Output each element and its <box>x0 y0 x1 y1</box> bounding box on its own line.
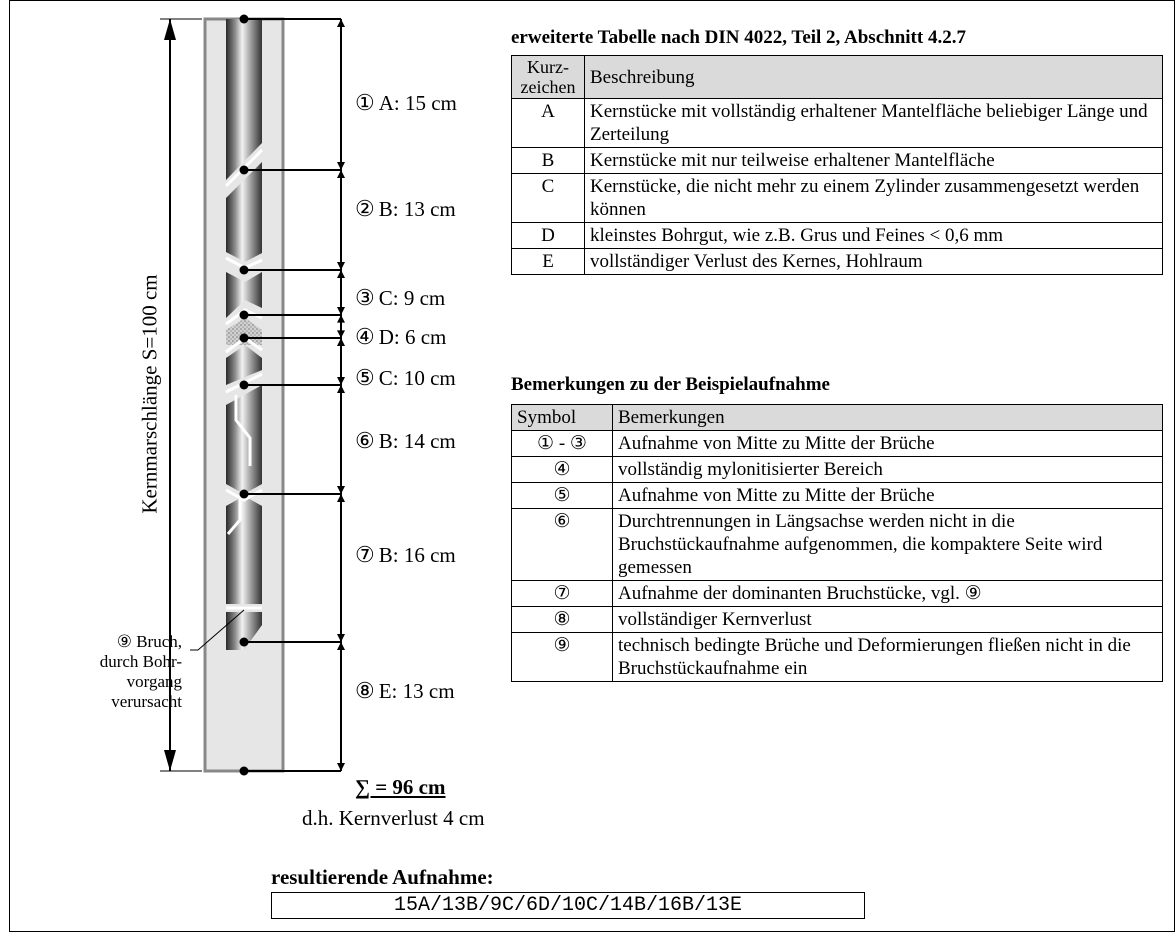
fracture-dot <box>239 265 249 275</box>
description-cell: Kernstücke, die nicht mehr zu einem Zyli… <box>584 173 1163 223</box>
figure-frame <box>9 0 1175 932</box>
table-row: ⑦ Aufnahme der dominanten Bruchstücke, v… <box>511 580 1163 607</box>
dimension-arrow <box>337 377 345 385</box>
symbol-cell: ① - ③ <box>511 430 613 457</box>
bruch-note: ⑨ Bruch, durch Bohr- vorgang verursacht <box>99 632 182 711</box>
bruch-leader <box>190 609 245 651</box>
dimension-arrow <box>337 270 345 278</box>
core-piece-c2 <box>226 345 262 385</box>
table-header-row: Kurz-zeichen Beschreibung <box>511 55 1163 99</box>
column-header-code: Kurz-zeichen <box>511 55 585 99</box>
core-loss-note: d.h. Kernverlust 4 cm <box>302 806 485 830</box>
remark-cell: Aufnahme von Mitte zu Mitte der Brüche <box>612 430 1163 457</box>
table-row: ④ vollständig mylonitisierter Bereich <box>511 456 1163 483</box>
code-cell: C <box>511 173 585 223</box>
code-cell: B <box>511 147 585 174</box>
code-cell: E <box>511 248 585 275</box>
table-row: E vollständiger Verlust des Kernes, Hohl… <box>511 248 1163 275</box>
dimension-arrow <box>337 642 345 650</box>
table-row: ⑤ Aufnahme von Mitte zu Mitte der Brüche <box>511 482 1163 509</box>
fracture-dot <box>239 380 249 390</box>
column-header-description: Beschreibung <box>584 55 1163 99</box>
symbol-cell: ⑨ <box>511 632 613 682</box>
remark-cell: Durchtrennungen in Längsachse werden nic… <box>612 508 1163 581</box>
dimension-arrow <box>337 170 345 178</box>
dimension-arrow <box>337 763 345 771</box>
remark-cell: vollständig mylonitisierter Bereich <box>612 456 1163 483</box>
symbol-cell: ⑧ <box>511 606 613 633</box>
dimension-arrow <box>337 262 345 270</box>
dimension-arrow <box>337 19 345 27</box>
fracture-dot <box>239 14 249 24</box>
dimension-arrow <box>337 634 345 642</box>
table-row: C Kernstücke, die nicht mehr zu einem Zy… <box>511 173 1163 223</box>
fracture-dot <box>239 333 249 343</box>
dimension-arrow <box>337 338 345 346</box>
remarks-table-title: Bemerkungen zu der Beispielaufnahme <box>511 374 830 395</box>
dimension-arrow <box>337 494 345 502</box>
symbol-cell: ④ <box>511 456 613 483</box>
description-cell: kleinstes Bohrgut, wie z.B. Grus und Fei… <box>584 222 1163 249</box>
fracture-dot <box>239 489 249 499</box>
core-piece-b2 <box>226 385 262 494</box>
dimension-arrow <box>337 486 345 494</box>
fracture-dot <box>239 310 249 320</box>
description-cell: Kernstücke mit vollständig erhaltener Ma… <box>584 98 1163 148</box>
remark-cell: technisch bedingte Brüche und Deformieru… <box>612 632 1163 682</box>
table-row: B Kernstücke mit nur teilweise erhaltene… <box>511 147 1163 174</box>
core-piece-c1 <box>226 272 262 318</box>
fracture-dot <box>239 766 249 776</box>
remark-cell: vollständiger Kernverlust <box>612 606 1163 633</box>
core-piece-b1 <box>226 162 262 262</box>
fracture-dot <box>239 165 249 175</box>
table-row: ⑥ Durchtrennungen in Längsachse werden n… <box>511 508 1163 581</box>
dimension-arrow <box>337 307 345 315</box>
remarks-table: Symbol Bemerkungen ① - ③ Aufnahme von Mi… <box>511 404 1163 682</box>
din-table: Kurz-zeichen Beschreibung A Kernstücke m… <box>511 55 1163 275</box>
column-header-symbol: Symbol <box>511 404 613 431</box>
core-piece-b3 <box>226 496 262 604</box>
description-cell: vollständiger Verlust des Kernes, Hohlra… <box>584 248 1163 275</box>
table-row: ① - ③ Aufnahme von Mitte zu Mitte der Br… <box>511 430 1163 457</box>
code-cell: D <box>511 222 585 249</box>
core-length-label: Kernmarschlänge S=100 cm <box>137 274 162 514</box>
code-cell: A <box>511 98 585 148</box>
symbol-cell: ⑦ <box>511 580 613 607</box>
table-row: ⑧ vollständiger Kernverlust <box>511 606 1163 633</box>
table-row: D kleinstes Bohrgut, wie z.B. Grus und F… <box>511 222 1163 249</box>
column-header-remarks: Bemerkungen <box>612 404 1163 431</box>
core-piece-a <box>226 19 262 180</box>
sum-total: ∑ = 96 cm <box>355 775 446 799</box>
result-title: resultierende Aufnahme: <box>271 865 494 889</box>
remark-cell: Aufnahme der dominanten Bruchstücke, vgl… <box>612 580 1163 607</box>
description-cell: Kernstücke mit nur teilweise erhaltener … <box>584 147 1163 174</box>
table-header-row: Symbol Bemerkungen <box>511 404 1163 431</box>
dimension-arrow <box>337 385 345 393</box>
remark-cell: Aufnahme von Mitte zu Mitte der Brüche <box>612 482 1163 509</box>
table-row: A Kernstücke mit vollständig erhaltener … <box>511 98 1163 148</box>
dimension-arrow <box>337 162 345 170</box>
fracture-dot <box>239 637 249 647</box>
dimension-arrow <box>337 315 345 323</box>
table-row: ⑨ technisch bedingte Brüche und Deformie… <box>511 632 1163 682</box>
core-piece-b3-lower <box>226 612 262 650</box>
result-value: 15A/13B/9C/6D/10C/14B/16B/13E <box>271 892 865 919</box>
symbol-cell: ⑥ <box>511 508 613 581</box>
overall-length-dimension <box>160 18 202 772</box>
din-table-title: erweiterte Tabelle nach DIN 4022, Teil 2… <box>511 27 966 48</box>
dimension-lines <box>239 14 345 776</box>
dimension-arrow <box>337 330 345 338</box>
symbol-cell: ⑤ <box>511 482 613 509</box>
